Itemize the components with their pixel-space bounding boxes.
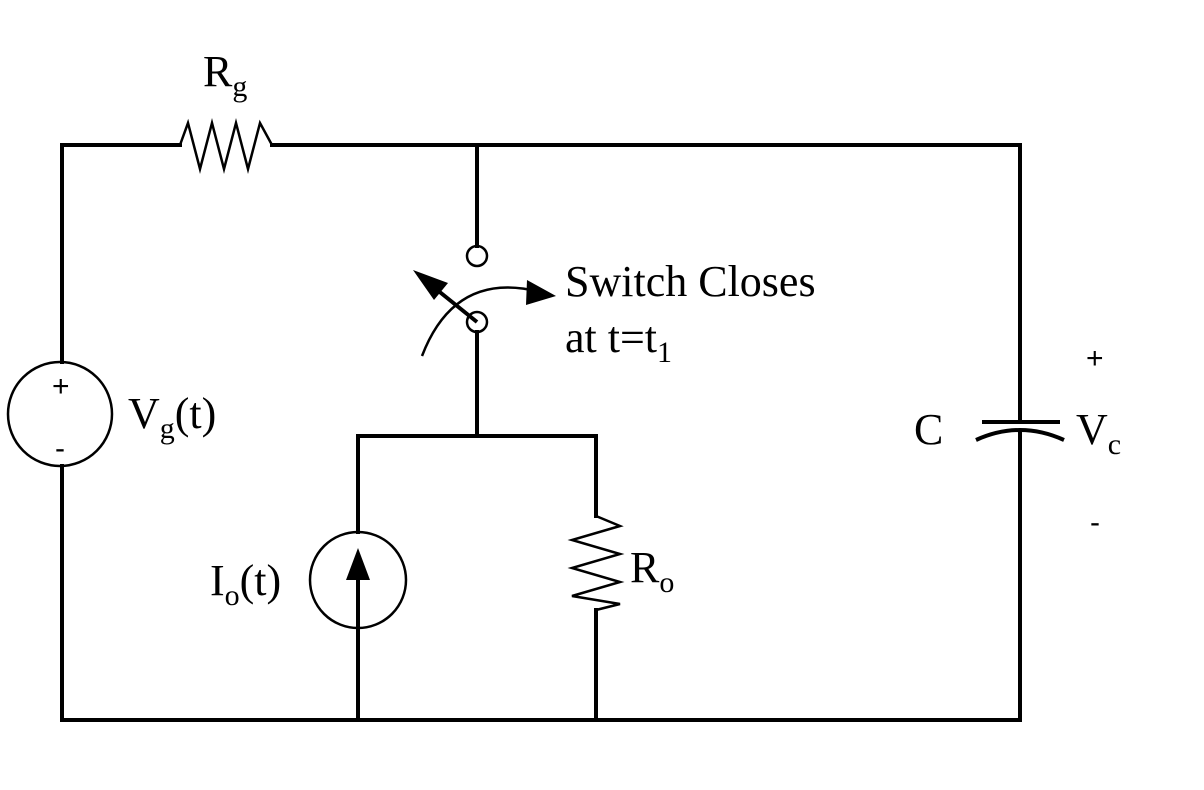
current-source-arrow-up-icon [346, 548, 370, 580]
capacitor-voltage-label: Vc [1076, 405, 1121, 461]
resistor-ro [567, 514, 625, 612]
voltage-source-plus: + [52, 370, 70, 403]
switch [413, 244, 556, 357]
capacitor-label: C [914, 405, 943, 454]
switch-caption-line1: Switch Closes [565, 257, 816, 306]
switch-top-terminal [465, 244, 489, 268]
wires [60, 143, 1022, 722]
switch-motion-arc [420, 286, 541, 357]
voltage-source-vg [6, 360, 114, 468]
switch-caption-line2: at t=t1 [565, 313, 672, 369]
capacitor-voltage-plus: + [1086, 342, 1104, 375]
switch-pivot-terminal [465, 310, 489, 334]
switch-motion-arrowhead-icon [526, 280, 556, 305]
voltage-source-minus: - [55, 432, 65, 465]
capacitor-bottom-plate [975, 428, 1065, 442]
resistor-rg [178, 118, 274, 174]
capacitor-voltage-minus: - [1090, 506, 1100, 539]
voltage-source-vg-label: Vg(t) [128, 389, 216, 445]
capacitor [975, 420, 1065, 442]
current-source-io-label: Io(t) [210, 556, 281, 612]
resistor-ro-label: Ro [630, 543, 674, 599]
resistor-rg-label: Rg [203, 47, 247, 103]
switch-blade-arrowhead-icon [413, 270, 448, 300]
